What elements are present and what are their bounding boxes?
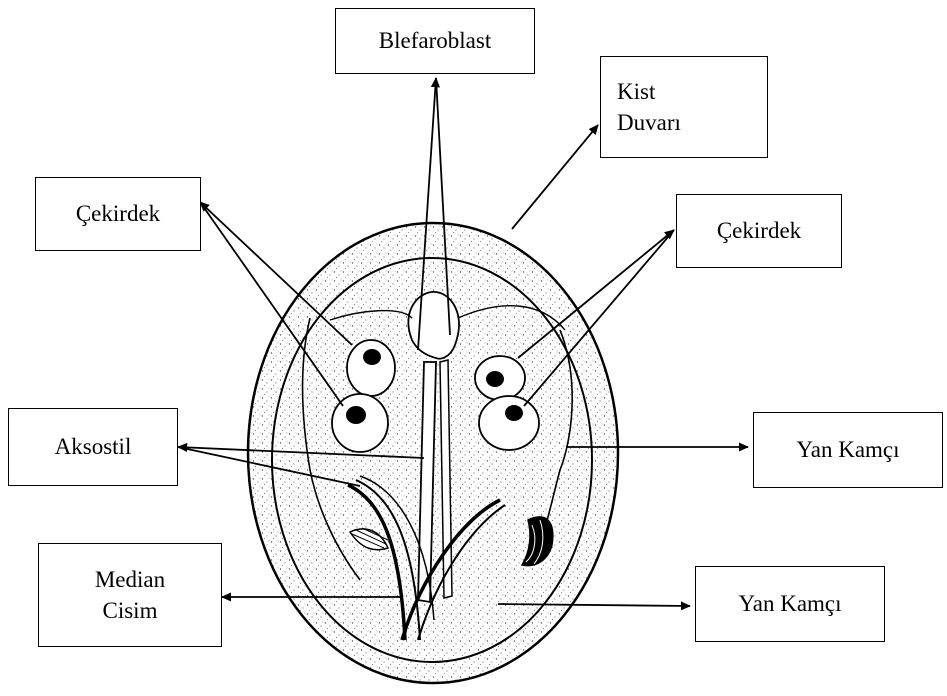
label-yan-kamci-lower-text: Yan Kamçı — [738, 588, 841, 619]
label-median-cisim-line1: Median — [95, 564, 165, 595]
label-kist-duvari: Kist Duvarı — [600, 56, 768, 158]
label-kist-duvari-line1: Kist — [617, 76, 681, 107]
label-kist-duvari-lines: Kist Duvarı — [617, 76, 681, 138]
label-median-cisim: Median Cisim — [38, 543, 222, 647]
label-blefaroblast-text: Blefaroblast — [379, 25, 491, 56]
label-yan-kamci-lower: Yan Kamçı — [695, 566, 885, 642]
label-aksostil-text: Aksostil — [55, 431, 132, 462]
nucleus-right-bottom — [479, 396, 539, 450]
label-aksostil: Aksostil — [8, 408, 178, 486]
label-median-cisim-line2: Cisim — [95, 595, 165, 626]
nucleolus-right-top — [486, 371, 504, 387]
nucleolus-right-bottom — [505, 405, 523, 421]
label-cekirdek-right: Çekirdek — [676, 194, 842, 268]
label-yan-kamci-upper-text: Yan Kamçı — [796, 434, 899, 465]
nucleolus-left-top — [363, 349, 381, 365]
label-kist-duvari-line2: Duvarı — [617, 107, 681, 138]
label-cekirdek-left-text: Çekirdek — [76, 198, 160, 229]
label-cekirdek-left: Çekirdek — [35, 177, 201, 251]
nucleus-left-top — [347, 340, 395, 396]
label-cekirdek-right-text: Çekirdek — [717, 215, 801, 246]
leader-kist-duvari — [512, 125, 598, 229]
nucleolus-left-bottom — [346, 406, 366, 424]
label-yan-kamci-upper: Yan Kamçı — [753, 412, 943, 488]
label-median-cisim-lines: Median Cisim — [95, 564, 165, 626]
label-blefaroblast: Blefaroblast — [335, 8, 535, 74]
